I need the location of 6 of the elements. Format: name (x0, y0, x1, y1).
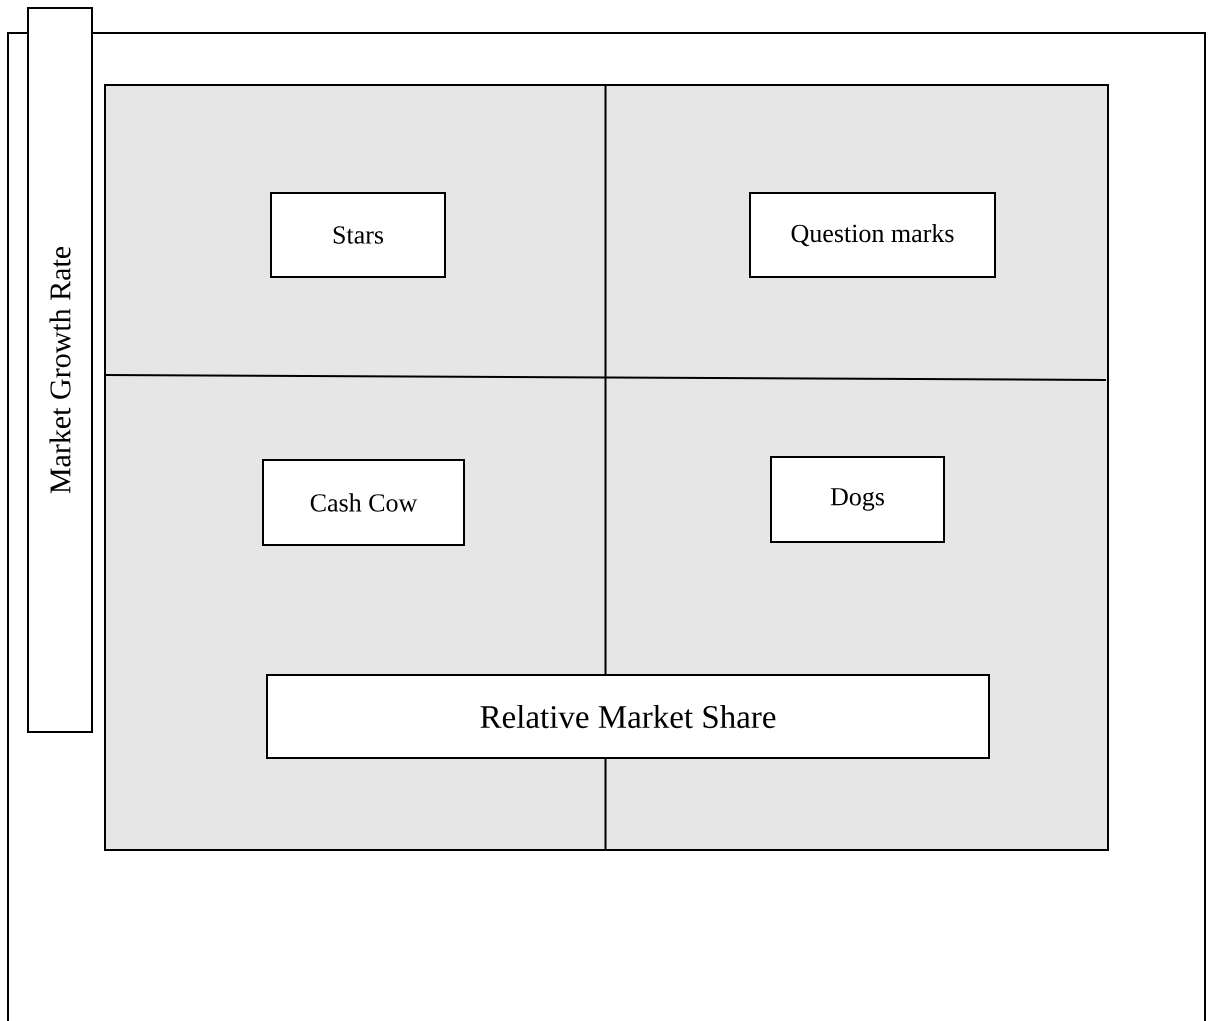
axis-label-box: Relative Market Share (266, 674, 990, 759)
quadrant-label-box: Dogs (770, 456, 945, 543)
quadrant-label-box: Question marks (749, 192, 996, 278)
axis-label-box: Market Growth Rate (27, 7, 93, 733)
quadrant-label-box: Stars (270, 192, 446, 278)
quadrant-label-box: Cash Cow (262, 459, 465, 546)
